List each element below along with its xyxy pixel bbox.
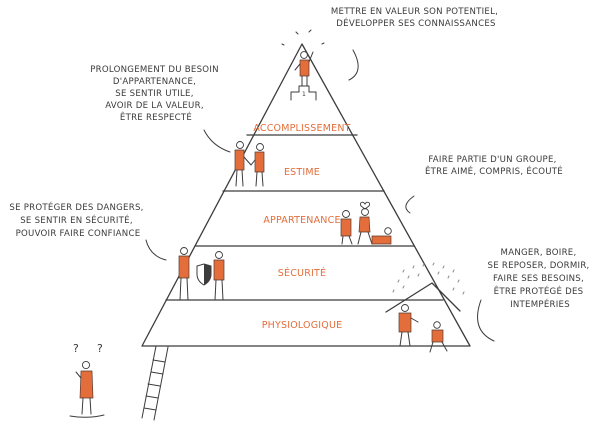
- bubble-top: [348, 49, 359, 81]
- winner-figure: [294, 51, 314, 87]
- bubble-estime: [203, 129, 231, 153]
- note-estime: PROLONGEMENT DU BESOIN D'APPARTENANCE, S…: [90, 65, 222, 123]
- note-top: METTRE EN VALEUR SON POTENTIEL, DÉVELOPP…: [331, 7, 501, 29]
- level-estime: ESTIME: [284, 167, 320, 178]
- heart-icon: [360, 201, 370, 210]
- bubble-physiologique: [477, 299, 495, 342]
- question-mark-icon: ?: [73, 342, 79, 355]
- shield-icon: [196, 263, 212, 286]
- ladder-icon: [141, 345, 169, 421]
- pyramid-outline: [141, 43, 471, 347]
- svg-text:1: 1: [302, 91, 306, 98]
- note-securite: SE PROTÉGER DES DANGERS, SE SENTIR EN SÉ…: [9, 201, 146, 239]
- group-figures: [340, 208, 392, 245]
- handshake-figures: [234, 141, 265, 187]
- thinking-figure: [75, 360, 94, 415]
- podium-icon: 1: [290, 85, 317, 101]
- ground-line: [69, 414, 105, 418]
- question-mark-icon: ?: [97, 342, 103, 355]
- bubble-securite: [145, 239, 167, 261]
- shelter-roof: [385, 282, 461, 313]
- rain-icon: [392, 262, 465, 295]
- level-physiologique: PHYSIOLOGIQUE: [262, 320, 343, 331]
- sparkle-icon: [281, 29, 325, 46]
- level-securite: SÉCURITÉ: [278, 267, 326, 279]
- resting-figures: [398, 304, 448, 353]
- note-physiologique: MANGER, BOIRE, SE REPOSER, DORMIR, FAIRE…: [487, 248, 592, 310]
- protector-figures: [178, 247, 225, 301]
- level-appartenance: APPARTENANCE: [263, 215, 340, 226]
- note-appartenance: FAIRE PARTIE D'UN GROUPE, ÊTRE AIMÉ, COM…: [425, 155, 563, 177]
- level-accomplissement: ACCOMPLISSEMENT: [253, 123, 350, 134]
- bubble-appartenance: [405, 195, 415, 214]
